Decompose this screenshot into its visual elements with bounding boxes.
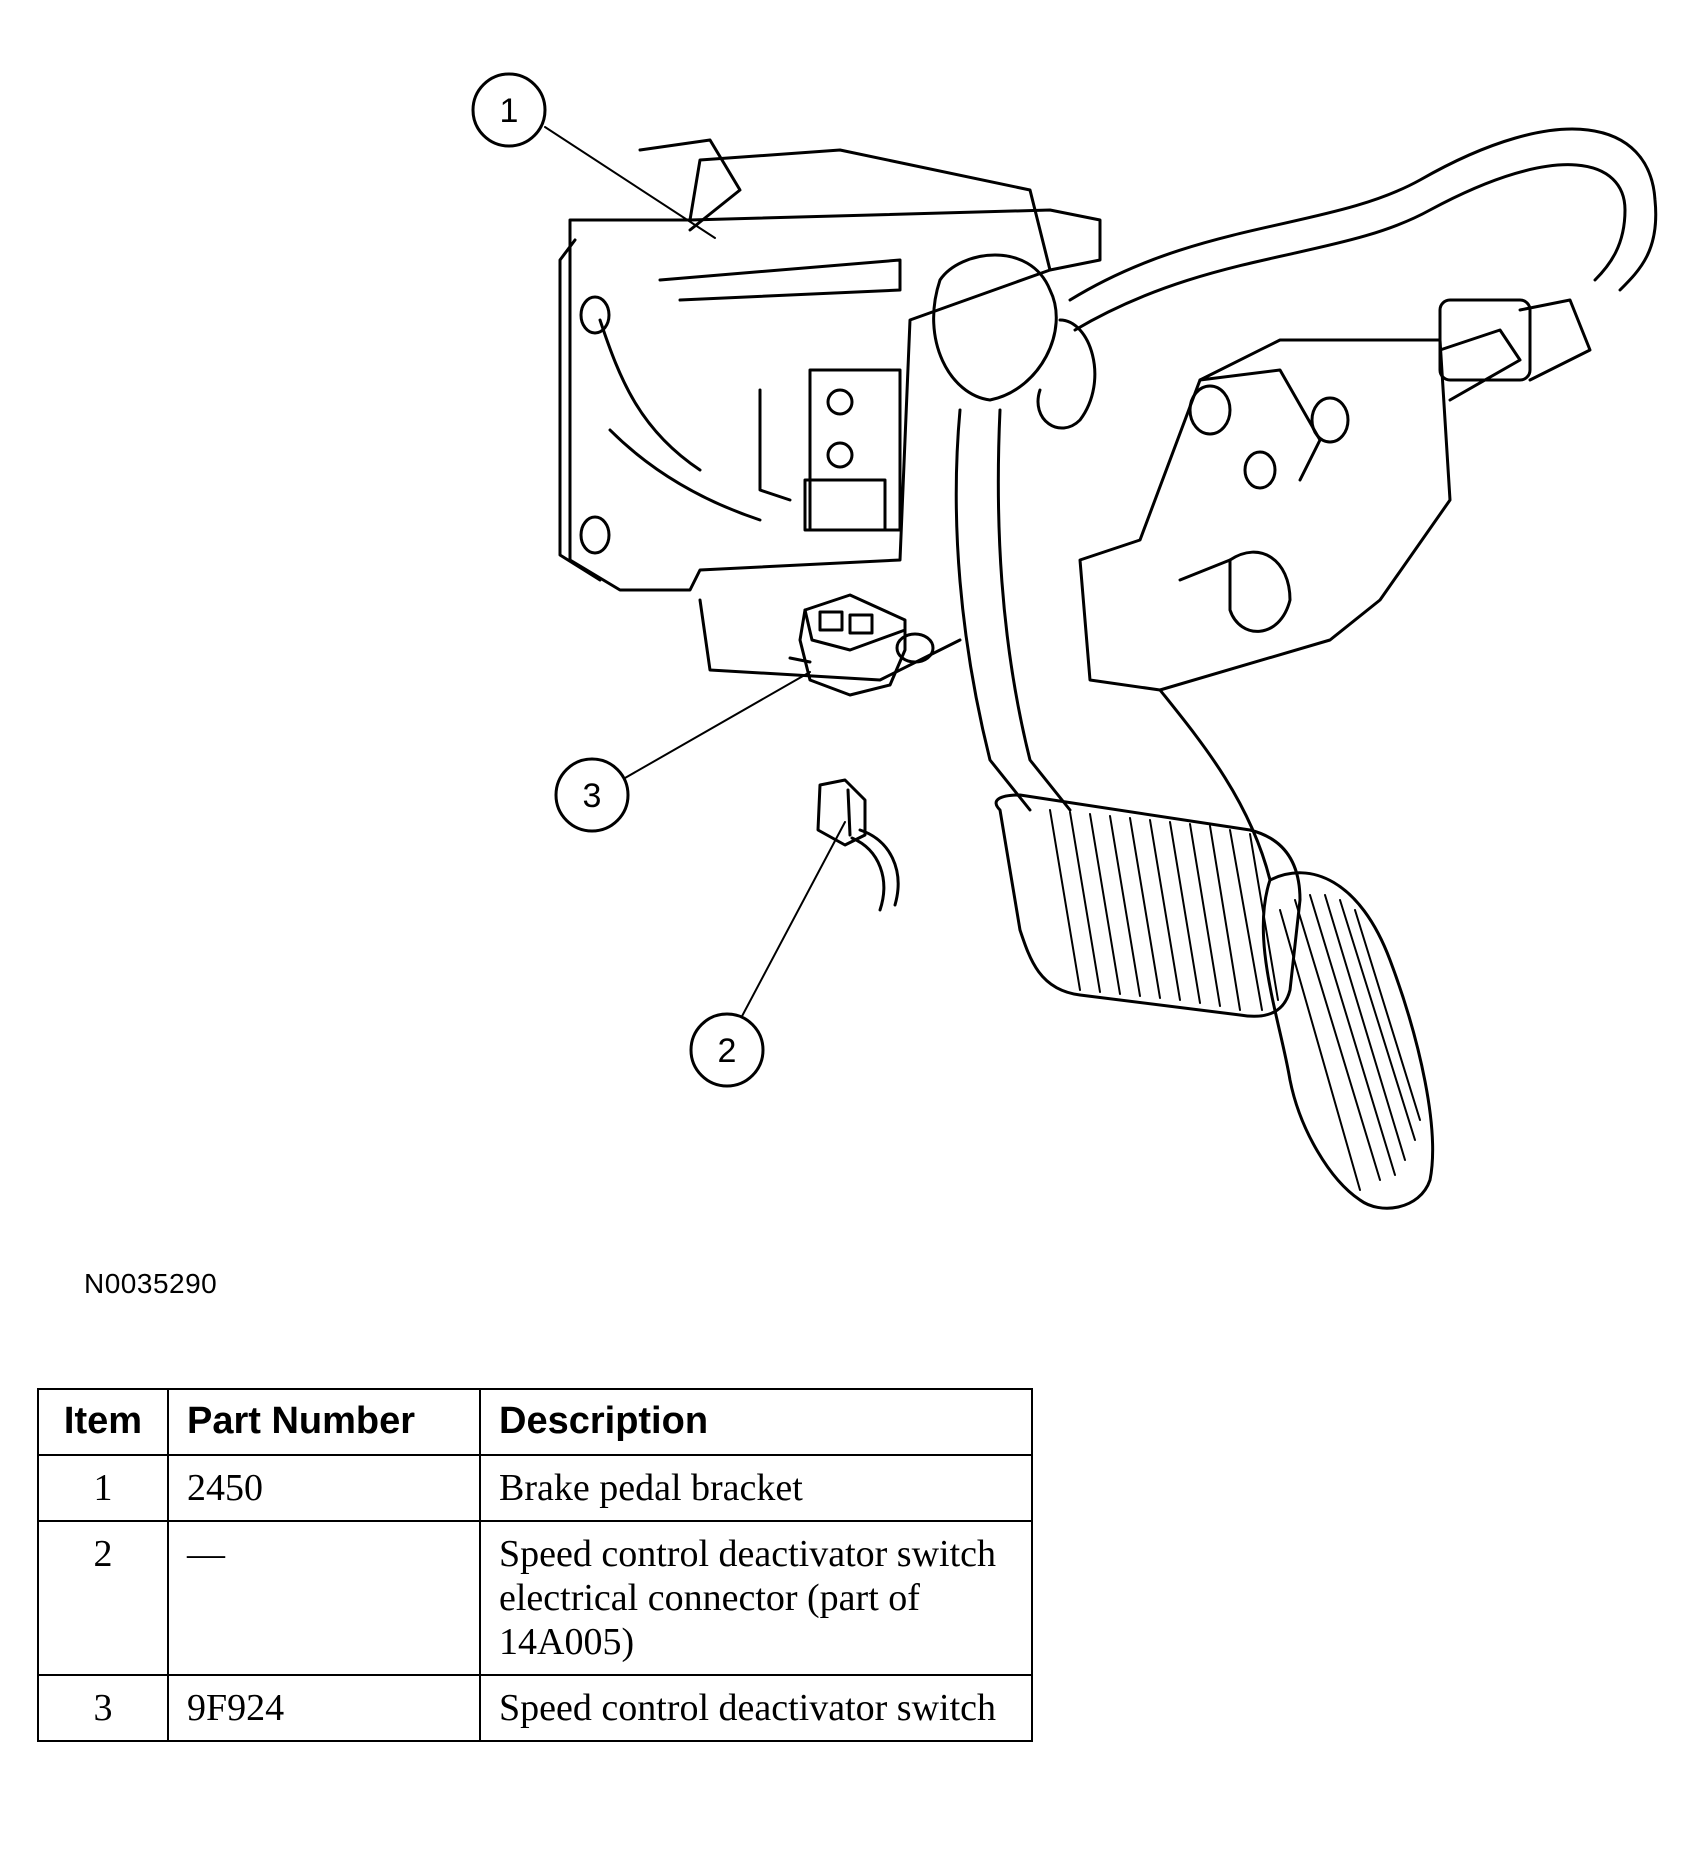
callout-2-number: 2 xyxy=(718,1032,737,1070)
figure-id: N0035290 xyxy=(84,1268,218,1299)
callout-2: 2 xyxy=(689,1012,765,1088)
brake-pedal-pad-drawing xyxy=(994,793,1302,1018)
deactivator-switch-drawing xyxy=(788,593,935,697)
callout-1-number: 1 xyxy=(500,92,519,130)
part-number-cell: 9F924 xyxy=(167,1674,481,1742)
part-number-cell: 2450 xyxy=(167,1454,481,1522)
table-row: 2 — Speed control deactivator switch ele… xyxy=(37,1520,1033,1676)
callout-3-number: 3 xyxy=(583,777,602,815)
item-cell: 1 xyxy=(37,1454,169,1522)
description-cell: Brake pedal bracket xyxy=(479,1454,1033,1522)
item-cell: 2 xyxy=(37,1520,169,1676)
header-description: Description xyxy=(479,1388,1033,1456)
part-number-cell: — xyxy=(167,1520,481,1676)
electrical-connector-drawing xyxy=(816,778,900,912)
table-row: 3 9F924 Speed control deactivator switch xyxy=(37,1674,1033,1742)
parts-table: Item Part Number Description 1 2450 Brak… xyxy=(37,1388,1033,1742)
cable-drawing xyxy=(1068,127,1658,332)
callout-1: 1 xyxy=(471,72,547,148)
description-cell: Speed control deactivator switch electri… xyxy=(479,1520,1033,1676)
header-item: Item xyxy=(37,1388,169,1456)
leader-lines xyxy=(544,126,846,1021)
control-module-drawing xyxy=(758,368,902,532)
header-part-number: Part Number xyxy=(167,1388,481,1456)
accelerator-assembly-drawing xyxy=(1078,298,1592,692)
brake-pedal-arm-drawing xyxy=(932,253,1097,812)
accelerator-pedal-drawing xyxy=(1158,688,1435,1210)
pedal-assembly-illustration: 1 2 3 xyxy=(471,72,1658,1210)
item-cell: 3 xyxy=(37,1674,169,1742)
table-row: 1 2450 Brake pedal bracket xyxy=(37,1454,1033,1522)
description-cell: Speed control deactivator switch xyxy=(479,1674,1033,1742)
callout-3: 3 xyxy=(554,757,630,833)
table-header-row: Item Part Number Description xyxy=(37,1388,1033,1456)
